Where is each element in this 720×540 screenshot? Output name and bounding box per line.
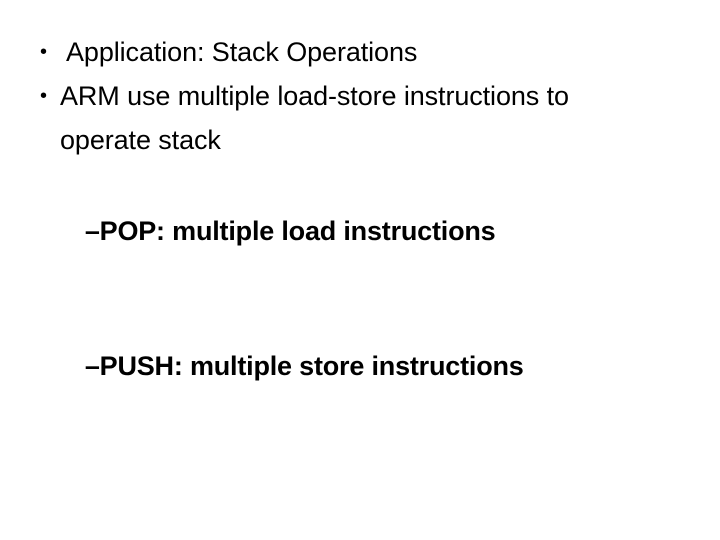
- dash-icon: –: [84, 216, 100, 246]
- sub-item-pop-label: POP: multiple load instructions: [99, 216, 496, 246]
- bullet-item-arm-load-store-label: ARM use multiple load-store instructions…: [60, 81, 577, 155]
- slide-content-body: • Application: Stack Operations • ARM us…: [0, 30, 720, 434]
- sub-item-pop: –POP: multiple load instructions: [0, 164, 720, 299]
- bullet-dot-icon: •: [40, 85, 47, 107]
- sub-item-push-label: PUSH: multiple store instructions: [99, 351, 524, 381]
- sub-item-push: –PUSH: multiple store instructions: [0, 299, 720, 434]
- bullet-item-arm-load-store: • ARM use multiple load-store instructio…: [0, 74, 720, 162]
- bullet-dot-icon: •: [40, 41, 47, 63]
- bullet-item-application-label: Application: Stack Operations: [66, 37, 418, 67]
- dash-icon: –: [84, 351, 100, 381]
- bullet-item-application: • Application: Stack Operations: [0, 30, 720, 74]
